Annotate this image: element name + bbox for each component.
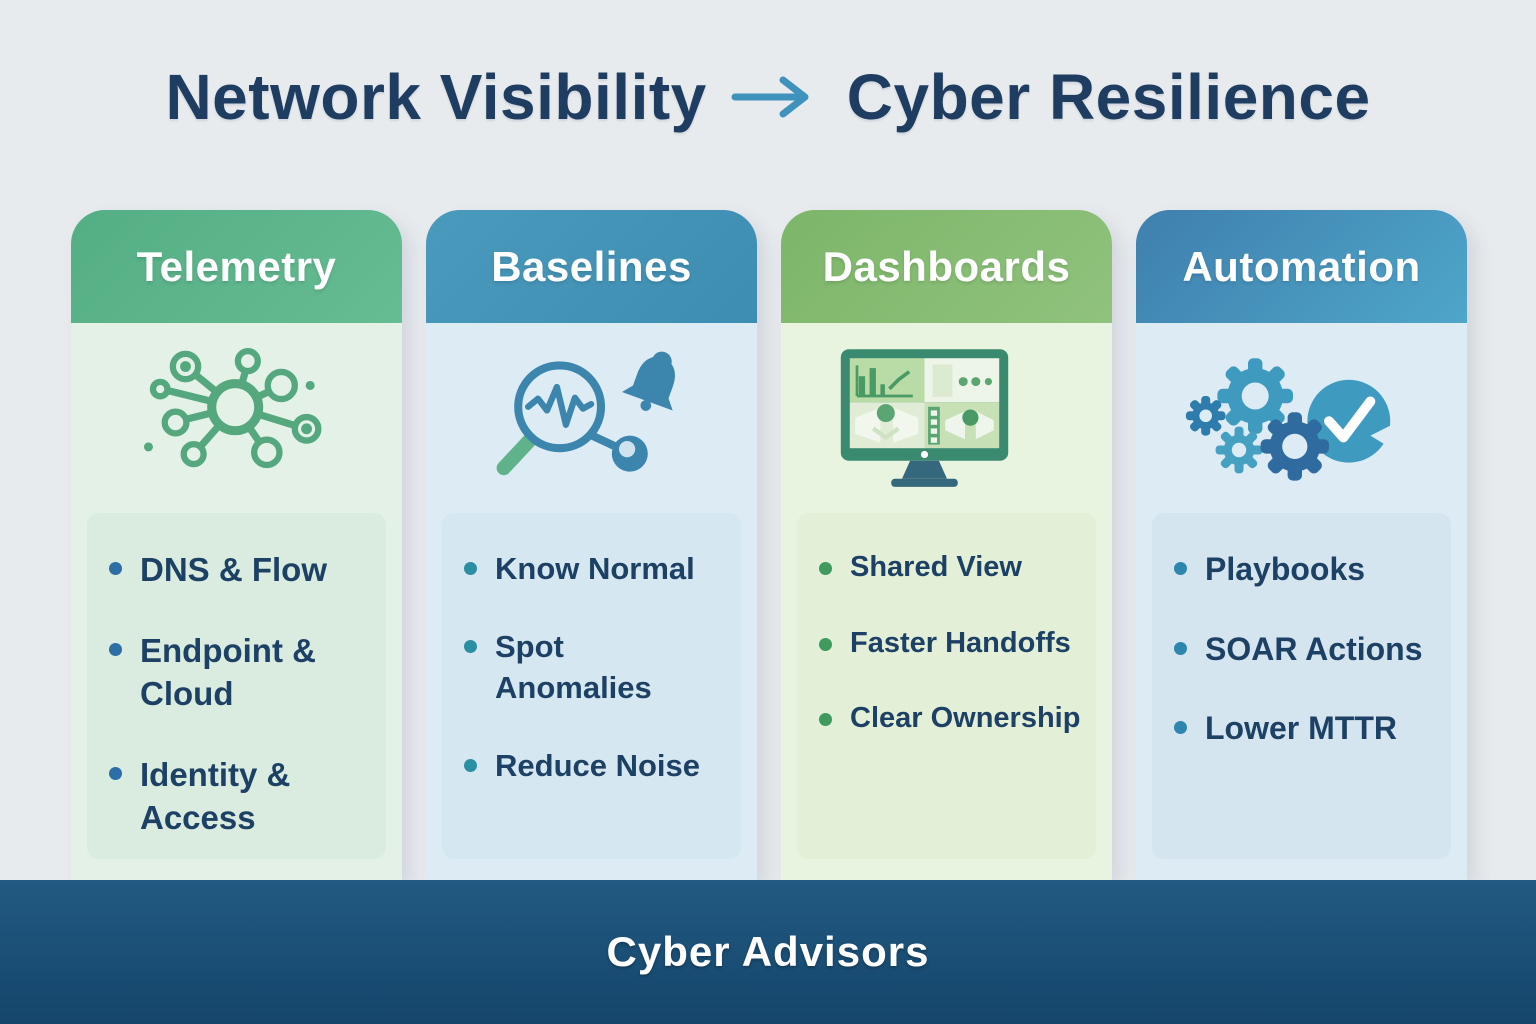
right-arrow-icon [731, 76, 809, 118]
list-item: Lower MTTR [1174, 708, 1437, 750]
column-title: Baselines [491, 242, 692, 290]
bullet-dot [819, 637, 832, 651]
anomaly-magnifier-bell-icon [496, 351, 675, 475]
column-header-dashboards: Dashboards [781, 210, 1112, 323]
bullet-dot [464, 640, 477, 654]
brand-name: Cyber Advisors [606, 928, 930, 975]
list-item: Spot Anomalies [464, 627, 727, 708]
column-automation: Automation [1136, 210, 1467, 880]
bullet-panel: Shared View Faster Handoffs Clear Owners… [797, 513, 1096, 859]
list-item: Shared View [819, 549, 1082, 587]
bullet-dot [109, 642, 122, 656]
bullet-dot [109, 766, 122, 780]
column-baselines: Baselines [426, 210, 757, 880]
column-dashboards: Dashboards [781, 210, 1112, 880]
list-item: Endpoint & Cloud [109, 630, 372, 716]
bullet-dot [1174, 721, 1187, 735]
column-header-telemetry: Telemetry [71, 210, 402, 323]
columns-row: Telemetry [71, 210, 1467, 880]
page-title: Network Visibility Cyber Resilience [0, 60, 1536, 134]
column-title: Dashboards [822, 242, 1071, 290]
bullet-panel: Know Normal Spot Anomalies Reduce Noise [442, 513, 741, 859]
column-header-baselines: Baselines [426, 210, 757, 323]
list-item: Know Normal [464, 549, 727, 589]
column-telemetry: Telemetry [71, 210, 402, 880]
column-title: Automation [1182, 242, 1421, 290]
list-item: Identity & Access [109, 754, 372, 840]
bullet-panel: DNS & Flow Endpoint & Cloud Identity & A… [87, 513, 386, 859]
column-header-automation: Automation [1136, 210, 1467, 323]
bullet-dot [1174, 641, 1187, 655]
dashboard-monitor-icon [840, 348, 1008, 487]
bullet-dot [1174, 562, 1187, 575]
bullet-panel: Playbooks SOAR Actions Lower MTTR [1152, 513, 1451, 859]
list-item: Playbooks [1174, 549, 1437, 591]
column-title: Telemetry [136, 242, 337, 290]
bullet-dot [819, 713, 832, 727]
bullet-dot [819, 562, 832, 575]
footer-band: Cyber Advisors [0, 880, 1536, 1024]
title-left: Network Visibility [165, 61, 707, 133]
list-item: Faster Handoffs [819, 625, 1082, 663]
bullet-dot [464, 562, 477, 575]
list-item: DNS & Flow [109, 549, 372, 592]
bullet-dot [109, 562, 122, 575]
gears-checkmark-icon [1185, 357, 1394, 481]
list-item: Reduce Noise [464, 746, 727, 786]
network-hub-icon [143, 347, 321, 469]
list-item: Clear Ownership [819, 700, 1082, 738]
title-right: Cyber Resilience [846, 61, 1371, 133]
bullet-dot [464, 758, 477, 772]
list-item: SOAR Actions [1174, 629, 1437, 671]
